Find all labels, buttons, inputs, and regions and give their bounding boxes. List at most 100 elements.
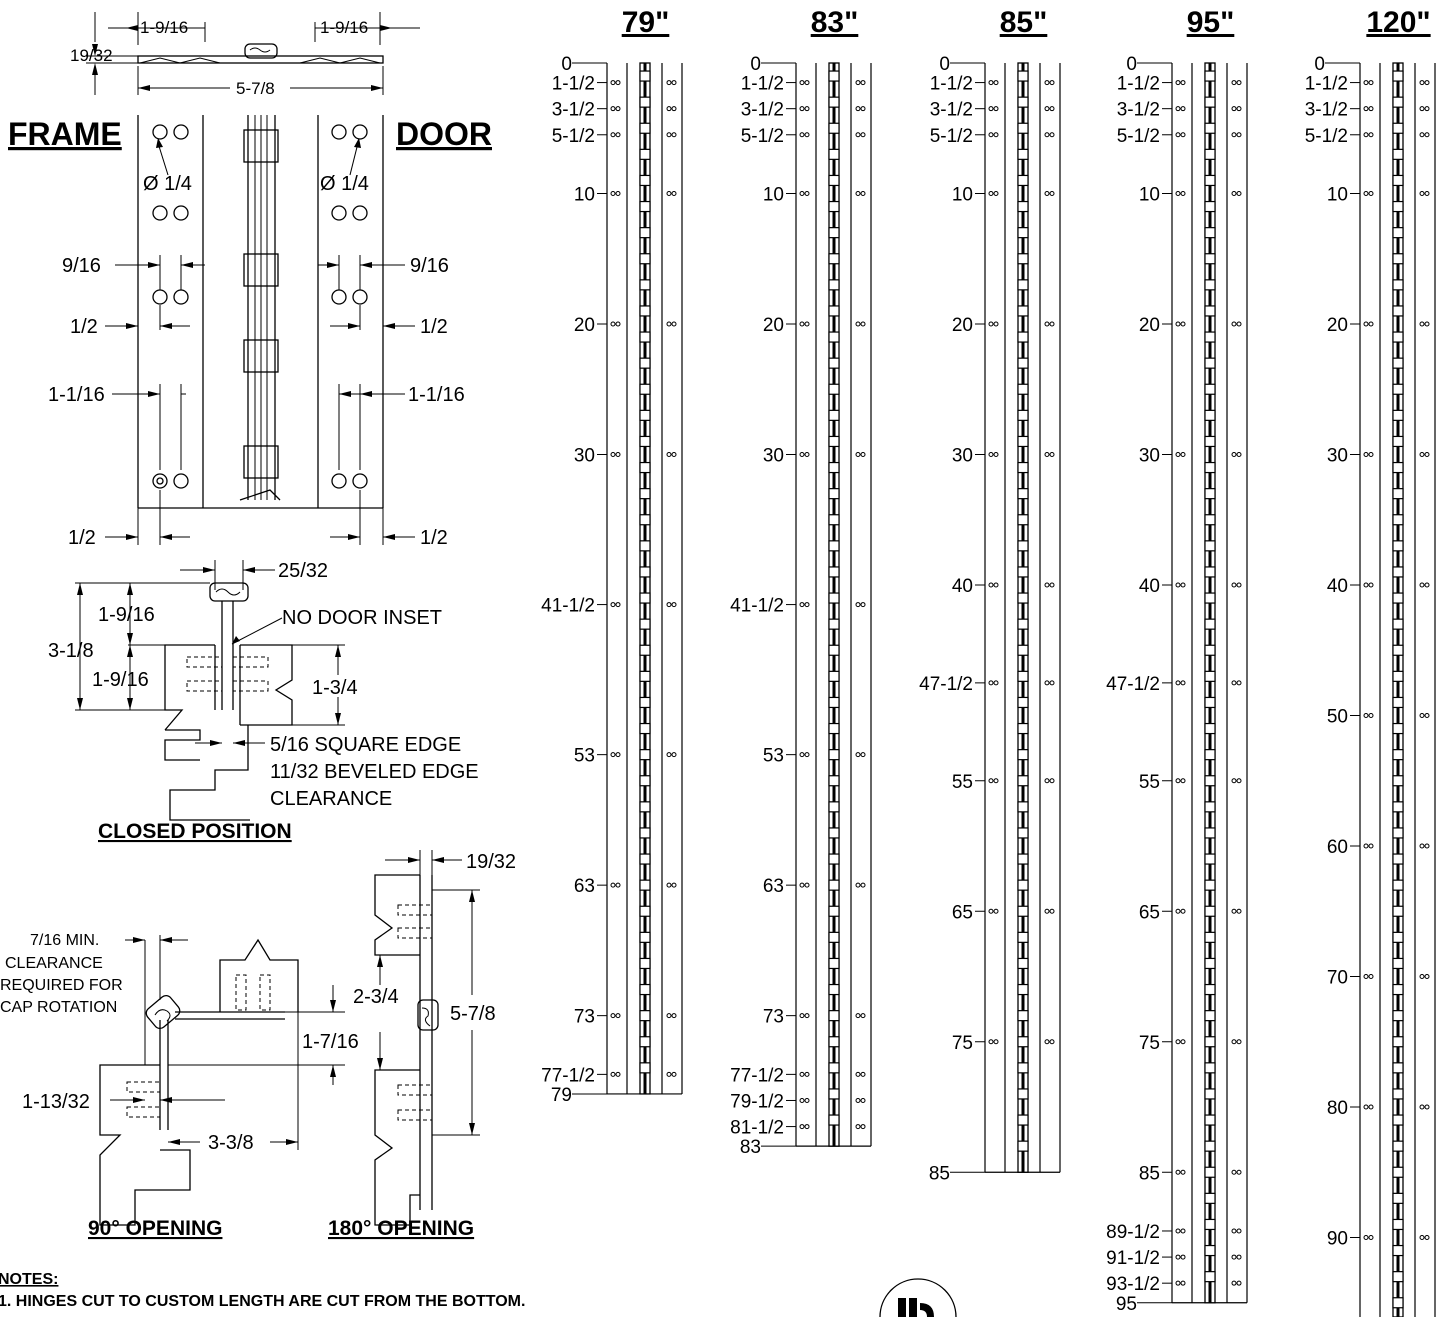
hinge-mount-hole [671,1013,677,1019]
hinge-mount-hole [1175,80,1181,86]
opening-90-view: 7/16 MIN. CLEARANCE REQUIRED FOR CAP ROT… [0,932,359,1240]
hinge-mount-hole [1424,132,1430,138]
dim-9-16-left: 9/16 [62,255,101,277]
hinge-mount-hole [799,106,805,112]
dim-90-3-3-8: 3-3/8 [208,1132,254,1154]
hinge-mount-hole [1180,1254,1186,1260]
hinge-mount-hole [1424,1235,1430,1240]
hinge-knuckle [1204,305,1216,317]
hinge-mount-hole [860,1124,866,1130]
dim-9-16-right: 9/16 [410,255,449,277]
hinge-mount-hole [1180,1169,1186,1175]
hinge-mount-hole [860,1071,866,1077]
hinge-mount-hole [610,106,616,112]
dim-90-1-13-32: 1-13/32 [22,1091,90,1113]
hinge-knuckle [1392,931,1404,943]
hinge-mount-hole [855,602,861,608]
hinge-mount-hole [1419,106,1425,112]
hinge-mount-hole [1236,908,1242,914]
hinge-knuckle [1204,253,1216,265]
hinge-knuckle [1392,174,1404,187]
dim-180-5-7-8: 5-7/8 [450,1003,496,1025]
hinge-mount-hole [799,1071,805,1077]
hinge-mount-hole [1419,132,1425,138]
hinge-mount-hole [1180,582,1186,588]
hinge-mount-hole [855,191,861,196]
hinge-mount-hole [993,908,999,914]
hinge-knuckle [1392,461,1404,474]
hinge-mount-hole [1180,321,1186,327]
hinge-mount-hole [804,106,810,112]
hinge-mount-hole [855,1071,861,1077]
hinge-mount-hole [1236,778,1242,784]
hinge-mount-hole [1368,80,1374,86]
hinge-knuckle [1017,1010,1029,1022]
hinge-mark-label: 20 [1139,315,1160,336]
hinge-mount-hole [988,778,994,784]
hinge-mark-label: 73 [574,1007,595,1028]
hinge-mount-hole [993,778,999,784]
hinge-knuckle [1017,670,1029,682]
hinge-knuckle [639,461,651,474]
hinge-knuckle [1204,514,1216,526]
hinge-knuckle [828,96,840,108]
hinge-mount-hole [610,1013,616,1019]
hinge-length-title: 85" [1000,6,1048,39]
hinge-mount-hole [1049,680,1055,686]
hinge-mount-hole [1231,321,1237,327]
hinge-knuckle [1204,279,1216,291]
hinge-mark-label: 53 [574,746,595,767]
hinge-mark-label: 30 [1139,446,1160,467]
hinge-knuckle [828,540,840,552]
hinge-mount-hole [855,321,861,327]
hinge-knuckle [1017,905,1029,917]
hinge-knuckle [828,279,840,291]
hinge-knuckle [639,331,651,343]
hole-dia-left: Ø 1/4 [143,173,192,195]
hinge-mark-label: 40 [952,576,973,597]
hinge-knuckle [1392,749,1404,761]
hinge-knuckle [1017,931,1029,943]
hinge-mount-hole [1231,191,1237,196]
hinge-knuckle [1392,279,1404,291]
hinge-length-title: 120" [1366,6,1430,39]
hinge-knuckle [828,305,840,317]
hinge-mount-hole [1363,452,1369,457]
hinge-mount-hole [804,1013,810,1019]
hinge-mount-hole [666,132,672,138]
hinge-mark-label: 63 [763,876,784,897]
notes-line-1: 1. HINGES CUT TO CUSTOM LENGTH ARE CUT F… [0,1293,525,1310]
hinge-mark-label: 1-1/2 [552,74,595,95]
hinge-mount-hole [1368,452,1374,457]
opening-90-caption: 90° OPENING [88,1217,222,1240]
hinge-mount-hole [1175,321,1181,327]
hinge-knuckle [828,1088,840,1100]
hinge-knuckle [639,435,651,448]
hinge-knuckle [1204,331,1216,343]
hinge-knuckle [639,827,651,839]
hinge-mount-hole [855,132,861,138]
hinge-mount-hole [1175,1039,1181,1045]
note-90-line3: REQUIRED FOR [0,977,123,994]
hinge-mark-label: 10 [1139,185,1160,206]
hinge-knuckle [1392,775,1404,787]
dim-90-1-7-16: 1-7/16 [302,1031,359,1053]
hinge-mount-hole [855,80,861,86]
dim-180-19-32: 19/32 [466,851,516,873]
hinge-mount-hole [1175,1280,1181,1286]
hinge-knuckle [1017,801,1029,813]
hinge-knuckle [639,931,651,943]
hinge-mount-hole [671,321,677,327]
hinge-knuckle [1392,70,1404,82]
hinge-knuckle [1017,1036,1029,1048]
hinge-knuckle [1204,1192,1216,1204]
hinge-mount-hole [1180,132,1186,138]
hinge-mark-label: 0 [561,54,572,75]
hinge-knuckle [1017,1140,1029,1152]
hinge-mount-hole [988,191,994,196]
hinge-mount-hole [615,106,621,112]
hinge-mark-label: 63 [574,876,595,897]
hinge-mount-hole [671,882,677,888]
hinge-knuckle [1204,409,1216,421]
hinge-mount-hole [666,882,672,888]
